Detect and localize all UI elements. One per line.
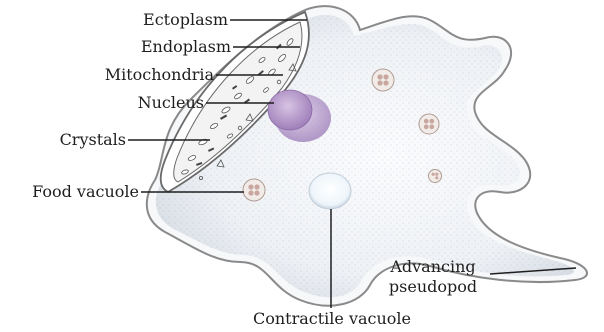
- label-crystals: Crystals: [60, 130, 126, 149]
- label-pseudopod: pseudopod: [389, 277, 477, 296]
- label-mitochondria: Mitochondria: [105, 65, 215, 84]
- label-ectoplasm: Ectoplasm: [143, 10, 228, 29]
- label-food-vacuole: Food vacuole: [32, 182, 139, 201]
- label-contractile-vacuole: Contractile vacuole: [253, 309, 411, 328]
- label-endoplasm: Endoplasm: [141, 37, 231, 56]
- label-nucleus: Nucleus: [138, 93, 204, 112]
- contractile-vacuole-shape: [309, 173, 351, 209]
- label-advancing: Advancing: [389, 257, 475, 276]
